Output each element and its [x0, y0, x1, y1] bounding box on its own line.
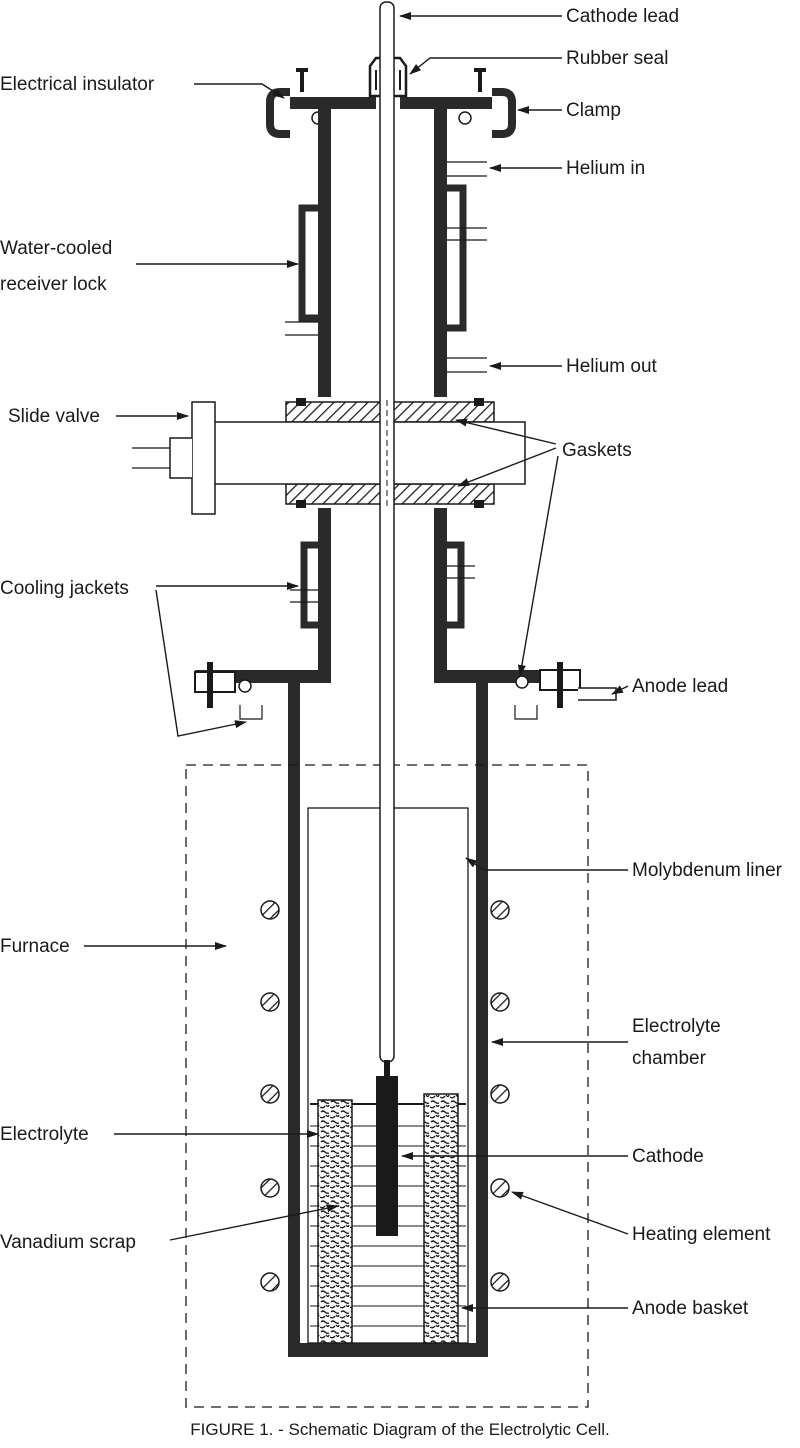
label-cooling-jackets: Cooling jackets	[0, 578, 129, 599]
label-helium-out: Helium out	[566, 356, 658, 377]
label-clamp: Clamp	[566, 100, 621, 121]
leader-cooling-jackets-2	[155, 589, 247, 737]
label-electrolyte: Electrolyte	[0, 1124, 89, 1145]
leader-anode-lead	[611, 685, 629, 695]
label-gaskets: Gaskets	[562, 440, 632, 461]
label-electrical-insulator: Electrical insulator	[0, 74, 155, 95]
slide-valve	[132, 398, 526, 515]
leader-electrical-insulator	[194, 83, 285, 99]
electrolyte-chamber	[288, 683, 488, 1357]
label-helium-in: Helium in	[566, 158, 645, 179]
label-furnace: Furnace	[0, 936, 70, 957]
label-electrolyte-chamber-2: chamber	[632, 1048, 707, 1069]
label-cathode: Cathode	[632, 1146, 704, 1167]
leader-heating-element	[511, 1191, 629, 1235]
lower-neck	[194, 508, 617, 720]
leader-vanadium-scrap	[169, 1204, 339, 1241]
label-slide-valve: Slide valve	[8, 406, 100, 427]
label-rubber-seal: Rubber seal	[566, 48, 668, 69]
label-water-cooled-2: receiver lock	[0, 274, 107, 295]
label-anode-lead: Anode lead	[632, 676, 728, 697]
label-molybdenum-liner: Molybdenum liner	[632, 860, 783, 881]
receiver-lock	[266, 68, 516, 397]
leader-gaskets-2	[457, 447, 557, 487]
label-electrolyte-chamber-1: Electrolyte	[632, 1016, 721, 1037]
leader-gaskets-1	[455, 418, 557, 445]
leader-gaskets-3	[517, 455, 559, 677]
label-heating-element: Heating element	[632, 1224, 771, 1245]
label-water-cooled-1: Water-cooled	[0, 238, 112, 259]
cathode-assembly	[376, 1, 398, 1236]
figure-caption: FIGURE 1. - Schematic Diagram of the Ele…	[190, 1420, 609, 1439]
anode-basket	[317, 1093, 459, 1344]
label-cathode-lead: Cathode lead	[566, 6, 679, 27]
furnace	[185, 764, 589, 1408]
leader-rubber-seal	[409, 57, 562, 75]
label-anode-basket: Anode basket	[632, 1298, 749, 1319]
label-vanadium-scrap: Vanadium scrap	[0, 1232, 136, 1253]
heating-elements	[260, 900, 510, 1292]
leader-molybdenum-liner	[465, 857, 628, 871]
